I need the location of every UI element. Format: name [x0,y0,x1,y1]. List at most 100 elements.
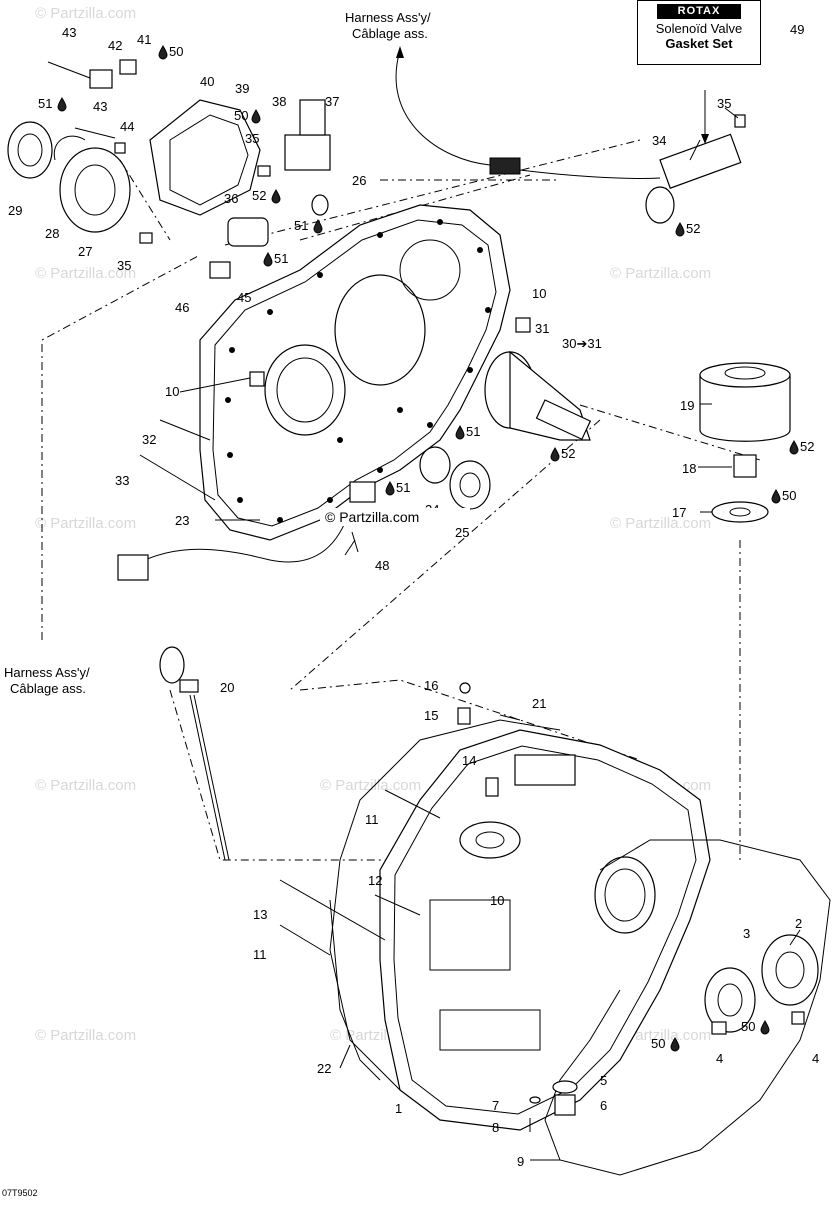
cover-plate [149,99,261,216]
watermark: © Partzilla.com [320,777,421,794]
callout-25: 25 [455,525,469,540]
assembly-lines [41,139,761,861]
callout-49: 49 [790,22,804,37]
callout-26: 26 [352,173,366,188]
watermark: © Partzilla.com [610,515,711,532]
callout-10: 10 [532,286,546,301]
callout-1: 1 [395,1101,402,1116]
watermark: © Partzilla.com [35,777,136,794]
leader-lines [179,90,801,1161]
callout-14: 14 [462,753,476,768]
callout-27: 27 [78,244,92,259]
callout-15: 15 [424,708,438,723]
callout-28: 28 [45,226,59,241]
callout-30-31: 30➔31 [562,336,602,351]
callout-42: 42 [108,38,122,53]
callout-43: 43 [62,25,76,40]
callout-45: 45 [237,290,251,305]
svg-text:52: 52 [252,188,266,203]
diagram-code: 07T9502 [2,1188,38,1198]
callout-46: 46 [175,300,189,315]
bearings [7,121,819,1033]
callout-11: 11 [253,947,267,962]
harness-label-top: Harness Ass'y/ Câblage ass. [345,10,431,41]
watermark: © Partzilla.com [35,1027,136,1044]
lower-crankcase-housing [329,719,711,1131]
oil-drop-icon [670,1037,680,1052]
callout-4: 4 [812,1051,819,1066]
harness-routing [134,46,661,566]
callout-18: 18 [682,461,696,476]
callout-2: 2 [795,916,802,931]
svg-text:50: 50 [782,488,796,503]
callout-19: 19 [680,398,694,413]
watermark: © Partzilla.com [35,265,136,282]
oil-drop-icon [789,440,799,455]
oil-drop-icon [271,189,281,204]
callout-10: 10 [490,893,504,908]
callout-32: 32 [142,432,156,447]
credit-backdrop [320,508,470,526]
callout-40: 40 [200,74,214,89]
oil-drop-icon [263,252,273,267]
upper-housing-cover [199,204,511,541]
part-callouts: 1 2 3 4 4 5 6 7 8 9 10 10 10 11 11 12 13… [8,22,819,1169]
callout-33: 33 [115,473,129,488]
svg-text:51: 51 [294,218,308,233]
callout-44: 44 [120,119,134,134]
oil-drop-icon [385,481,395,496]
callout-35: 35 [245,131,259,146]
gasket-kit-box: ROTAX Solenoïd Valve Gasket Set [637,0,761,65]
kit-line-2: Gasket Set [665,36,733,51]
svg-text:50: 50 [169,44,183,59]
callout-34: 34 [652,133,666,148]
callout-12: 12 [368,873,382,888]
svg-text:50: 50 [234,108,248,123]
callout-22: 22 [317,1061,331,1076]
fasteners [47,59,805,1132]
kit-line-1: Solenoïd Valve [655,21,743,36]
solenoid-valve [489,133,742,224]
callout-9: 9 [517,1154,524,1169]
callout-38: 38 [272,94,286,109]
svg-text:51: 51 [466,424,480,439]
oil-drop-icon [57,97,67,112]
callout-43: 43 [93,99,107,114]
callout-48: 48 [375,558,389,573]
svg-text:51: 51 [38,96,52,111]
svg-text:Câblage ass.: Câblage ass. [10,681,86,696]
callout-31: 31 [535,321,549,336]
svg-text:Câblage ass.: Câblage ass. [352,26,428,41]
svg-text:51: 51 [274,251,288,266]
oil-drop-icon [251,109,261,124]
watermark: © Partzilla.com [35,5,136,22]
svg-text:51: 51 [396,480,410,495]
callout-21: 21 [532,696,546,711]
callout-39: 39 [235,81,249,96]
callout-10: 10 [165,384,179,399]
harness-label-left: Harness Ass'y/ Câblage ass. [4,665,90,696]
callout-20: 20 [220,680,234,695]
callout-16: 16 [424,678,438,693]
oil-drop-icon [455,425,465,440]
lubricant-callouts: 50 50 50 50 50 51 51 51 51 51 52 52 52 5… [38,44,814,1052]
callout-35: 35 [717,96,731,111]
oil-drop-icon [771,489,781,504]
svg-text:Harness Ass'y/: Harness Ass'y/ [4,665,90,680]
oil-drop-icon [158,45,168,60]
callout-13: 13 [253,907,267,922]
dipstick [159,646,230,861]
callout-17: 17 [672,505,686,520]
callout-11: 11 [365,812,379,827]
svg-text:50: 50 [741,1019,755,1034]
center-credit: © Partzilla.com [325,509,419,525]
svg-text:52: 52 [800,439,814,454]
callout-29: 29 [8,203,22,218]
watermark: © Partzilla.com [35,515,136,532]
oil-drop-icon [675,222,685,237]
shaft-part [484,350,592,441]
callout-3: 3 [743,926,750,941]
svg-text:52: 52 [686,221,700,236]
